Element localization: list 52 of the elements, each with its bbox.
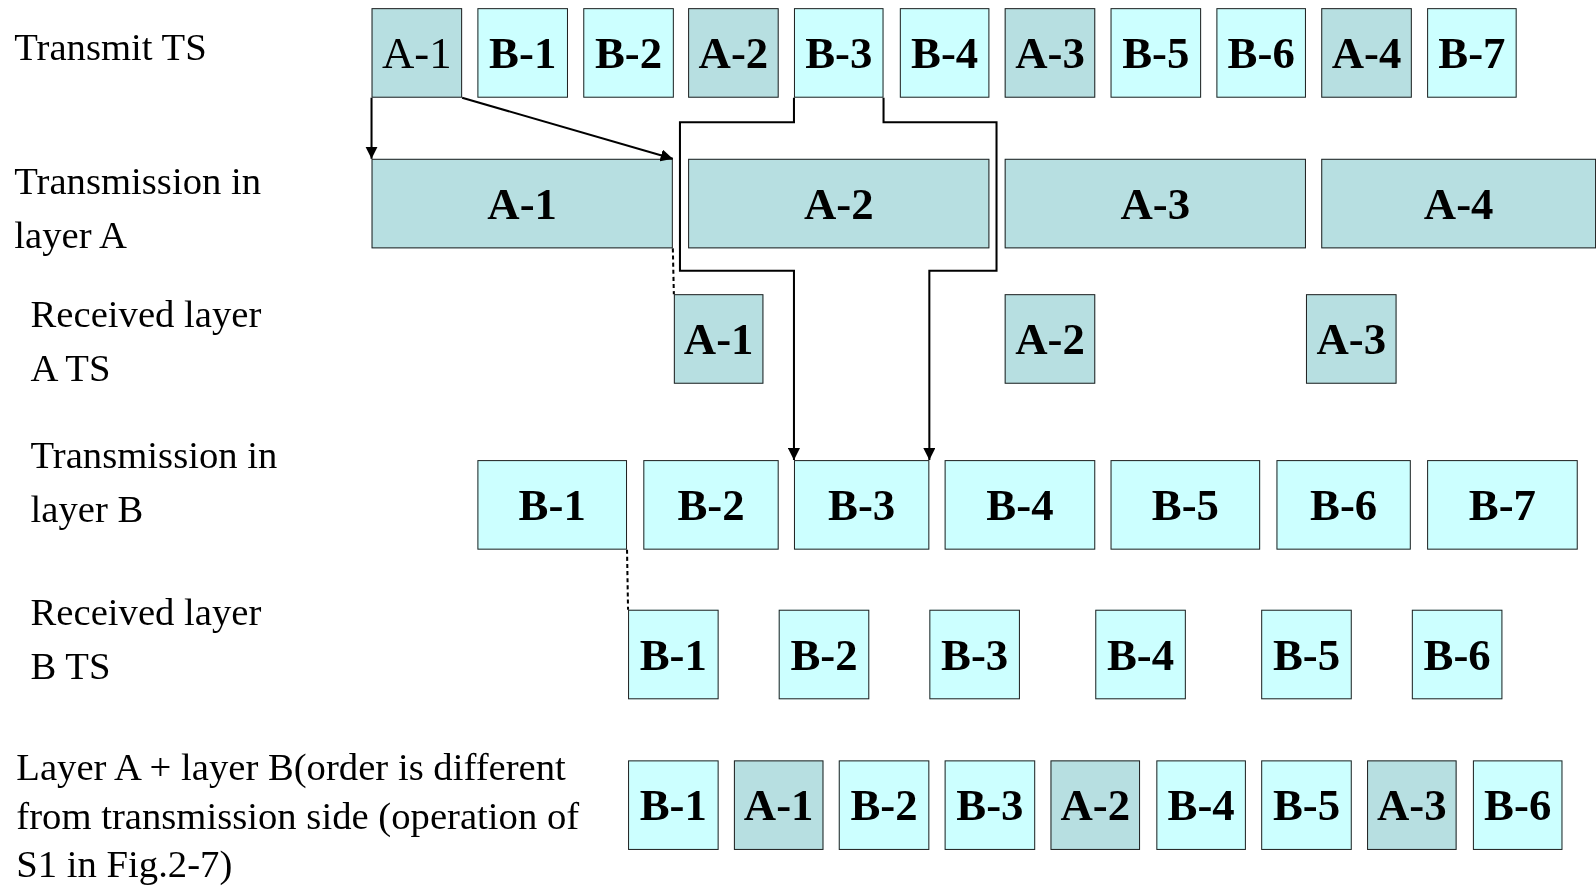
packet-block: B-3 [793,460,930,550]
packet-block: A-2 [688,158,990,249]
dashed-line [626,549,630,610]
packet-block: B-1 [628,760,719,850]
packet-block: B-1 [477,460,628,550]
row-label: Transmission in layer B [30,432,279,533]
packet-block: A-1 [371,158,673,249]
packet-block: B-6 [1276,460,1411,550]
packet-block: B-4 [944,460,1096,550]
packet-block: B-3 [944,760,1036,850]
packet-block: B-6 [1472,760,1563,850]
packet-block: A-3 [1004,8,1096,98]
packet-block: B-6 [1216,8,1306,98]
packet-block: B-4 [1156,760,1246,850]
packet-block: B-5 [1110,460,1261,550]
packet-block: A-1 [733,760,824,850]
row-label: Received layer A TS [30,291,263,391]
packet-block: A-1 [673,294,764,384]
packet-block: A-3 [1004,158,1306,249]
arrow [461,96,674,162]
packet-block: B-2 [643,460,779,550]
packet-block: B-7 [1427,8,1517,98]
packet-block: B-2 [583,8,674,98]
packet-block: A-3 [1367,760,1457,850]
packet-block: B-5 [1261,609,1352,700]
packet-block: B-1 [477,8,568,98]
packet-block: B-2 [778,609,870,700]
packet-block: B-1 [628,609,719,700]
packet-block: A-4 [1321,158,1596,249]
packet-block: B-2 [838,760,930,850]
packet-block: A-2 [1004,294,1096,384]
packet-block: B-3 [793,8,884,98]
packet-block: A-2 [1050,760,1141,850]
arrow [882,97,998,461]
packet-block: B-3 [929,609,1020,700]
packet-block: A-4 [1321,8,1412,98]
row-label: Received layer B TS [30,589,263,690]
packet-block: A-2 [688,8,779,98]
arrow [365,97,378,159]
packet-block: B-5 [1261,760,1352,850]
packet-block: B-5 [1110,8,1202,98]
packet-block: B-4 [899,8,990,98]
row-label: Transmit TS [14,24,208,71]
dashed-line [671,248,675,295]
arrow [678,97,801,461]
packet-block: B-6 [1411,609,1503,700]
row-label: Layer A + layer B(order is different from transmission side (operation of S1 in Fig.2-7) [16,744,581,888]
packet-block: A-1 [371,8,463,98]
packet-block: A-3 [1305,294,1397,384]
row-label: Transmission in layer A [14,158,263,259]
packet-block: B-7 [1427,460,1578,550]
packet-block: B-4 [1095,609,1186,700]
